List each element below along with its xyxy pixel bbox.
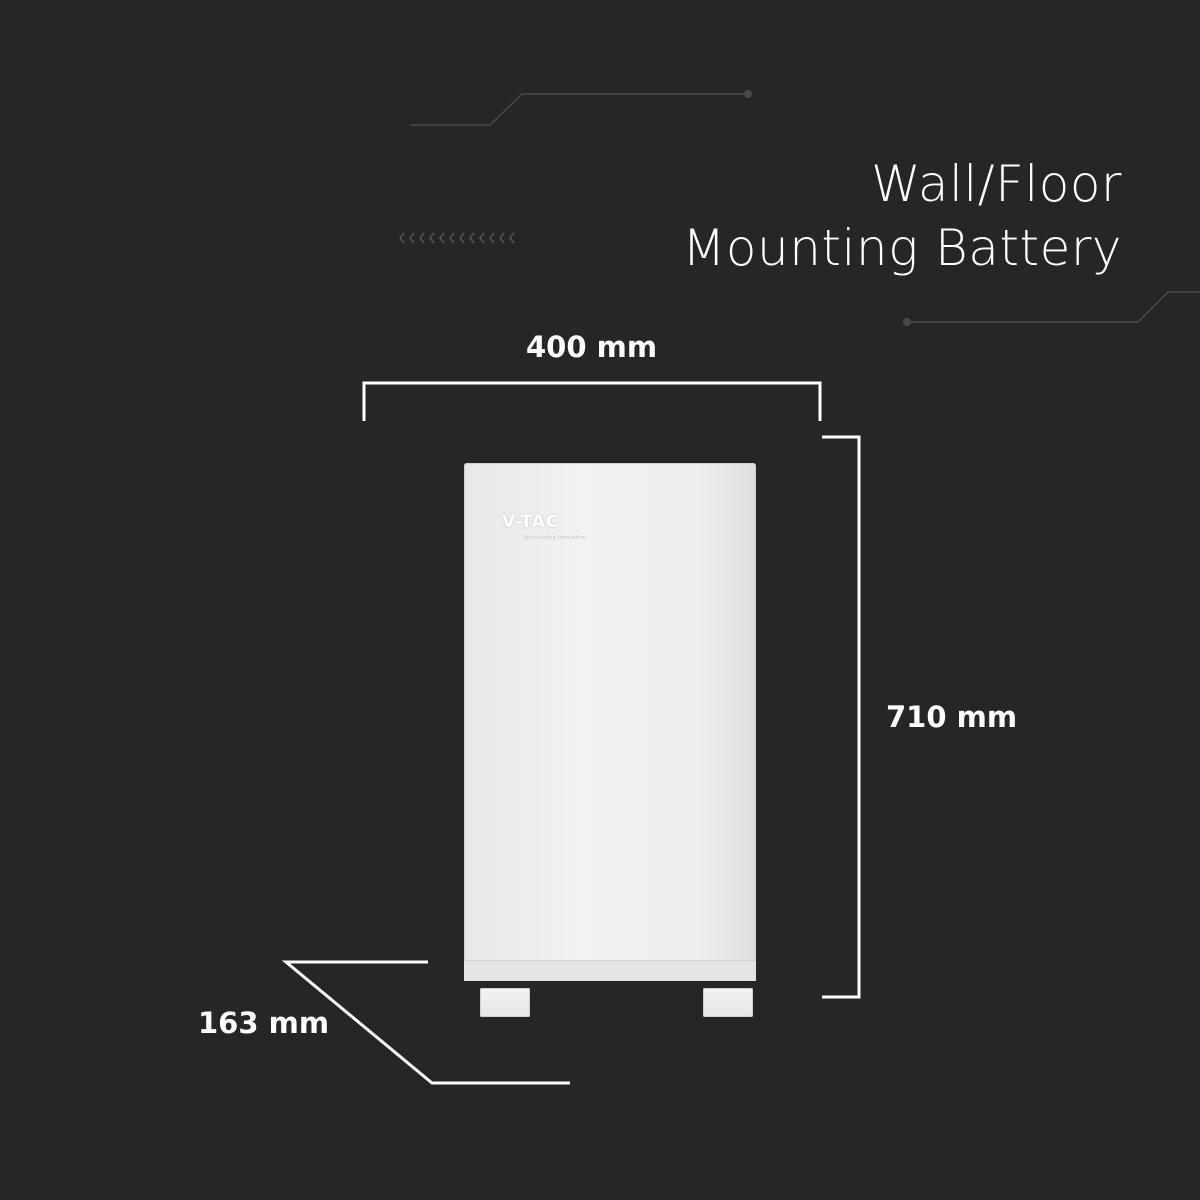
circuit-line-top [410, 93, 748, 126]
brand-tagline: Illuminating Innovation [524, 535, 587, 541]
depth-bracket [281, 960, 570, 1085]
battery-base [464, 960, 756, 981]
battery-unit: V-TAC Illuminating Innovation [464, 463, 756, 981]
battery-edge [754, 763, 756, 981]
circuit-dot-top [744, 90, 752, 98]
battery-foot-right [703, 988, 753, 1017]
depth-label: 163 mm [198, 1006, 330, 1040]
height-bracket [822, 435, 861, 999]
battery-foot-left [480, 988, 530, 1017]
width-label: 400 mm [526, 330, 658, 364]
title-line-2: Mounting Battery [682, 219, 1122, 277]
height-label: 710 mm [886, 700, 1018, 734]
page-title: Wall/Floor Mounting Battery [682, 152, 1122, 280]
title-line-1: Wall/Floor [871, 155, 1122, 213]
circuit-dot-right [903, 318, 911, 326]
circuit-line-right [907, 291, 1200, 323]
brand-logo: V-TAC [502, 512, 560, 532]
width-bracket [362, 381, 822, 421]
chevron-row-icon [399, 232, 515, 244]
